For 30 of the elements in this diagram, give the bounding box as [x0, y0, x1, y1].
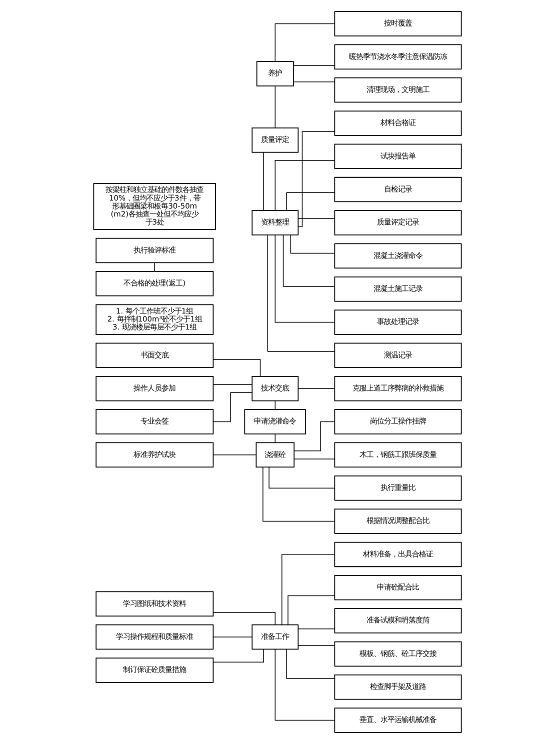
connector	[274, 648, 334, 721]
connector	[292, 64, 334, 66]
connector	[212, 359, 260, 376]
connector	[212, 648, 264, 662]
connector	[262, 467, 334, 522]
connector	[282, 234, 334, 287]
connector	[266, 234, 334, 352]
connector	[297, 645, 334, 646]
connector	[274, 234, 334, 323]
connector	[212, 392, 252, 422]
connector	[212, 384, 252, 385]
connector	[297, 388, 334, 389]
connector	[212, 612, 275, 626]
connector	[281, 554, 335, 626]
connector	[286, 648, 334, 680]
connector	[287, 595, 335, 626]
connector	[262, 152, 264, 211]
connector	[290, 234, 335, 254]
connector	[297, 131, 335, 228]
connector	[212, 636, 252, 638]
connector	[297, 628, 334, 630]
connector	[268, 466, 335, 488]
connector	[297, 218, 334, 220]
connector	[293, 421, 334, 452]
connector	[286, 192, 334, 211]
connector	[293, 458, 334, 460]
connector	[274, 23, 334, 62]
connector	[274, 86, 275, 128]
connector	[274, 160, 334, 211]
connector	[212, 454, 256, 456]
